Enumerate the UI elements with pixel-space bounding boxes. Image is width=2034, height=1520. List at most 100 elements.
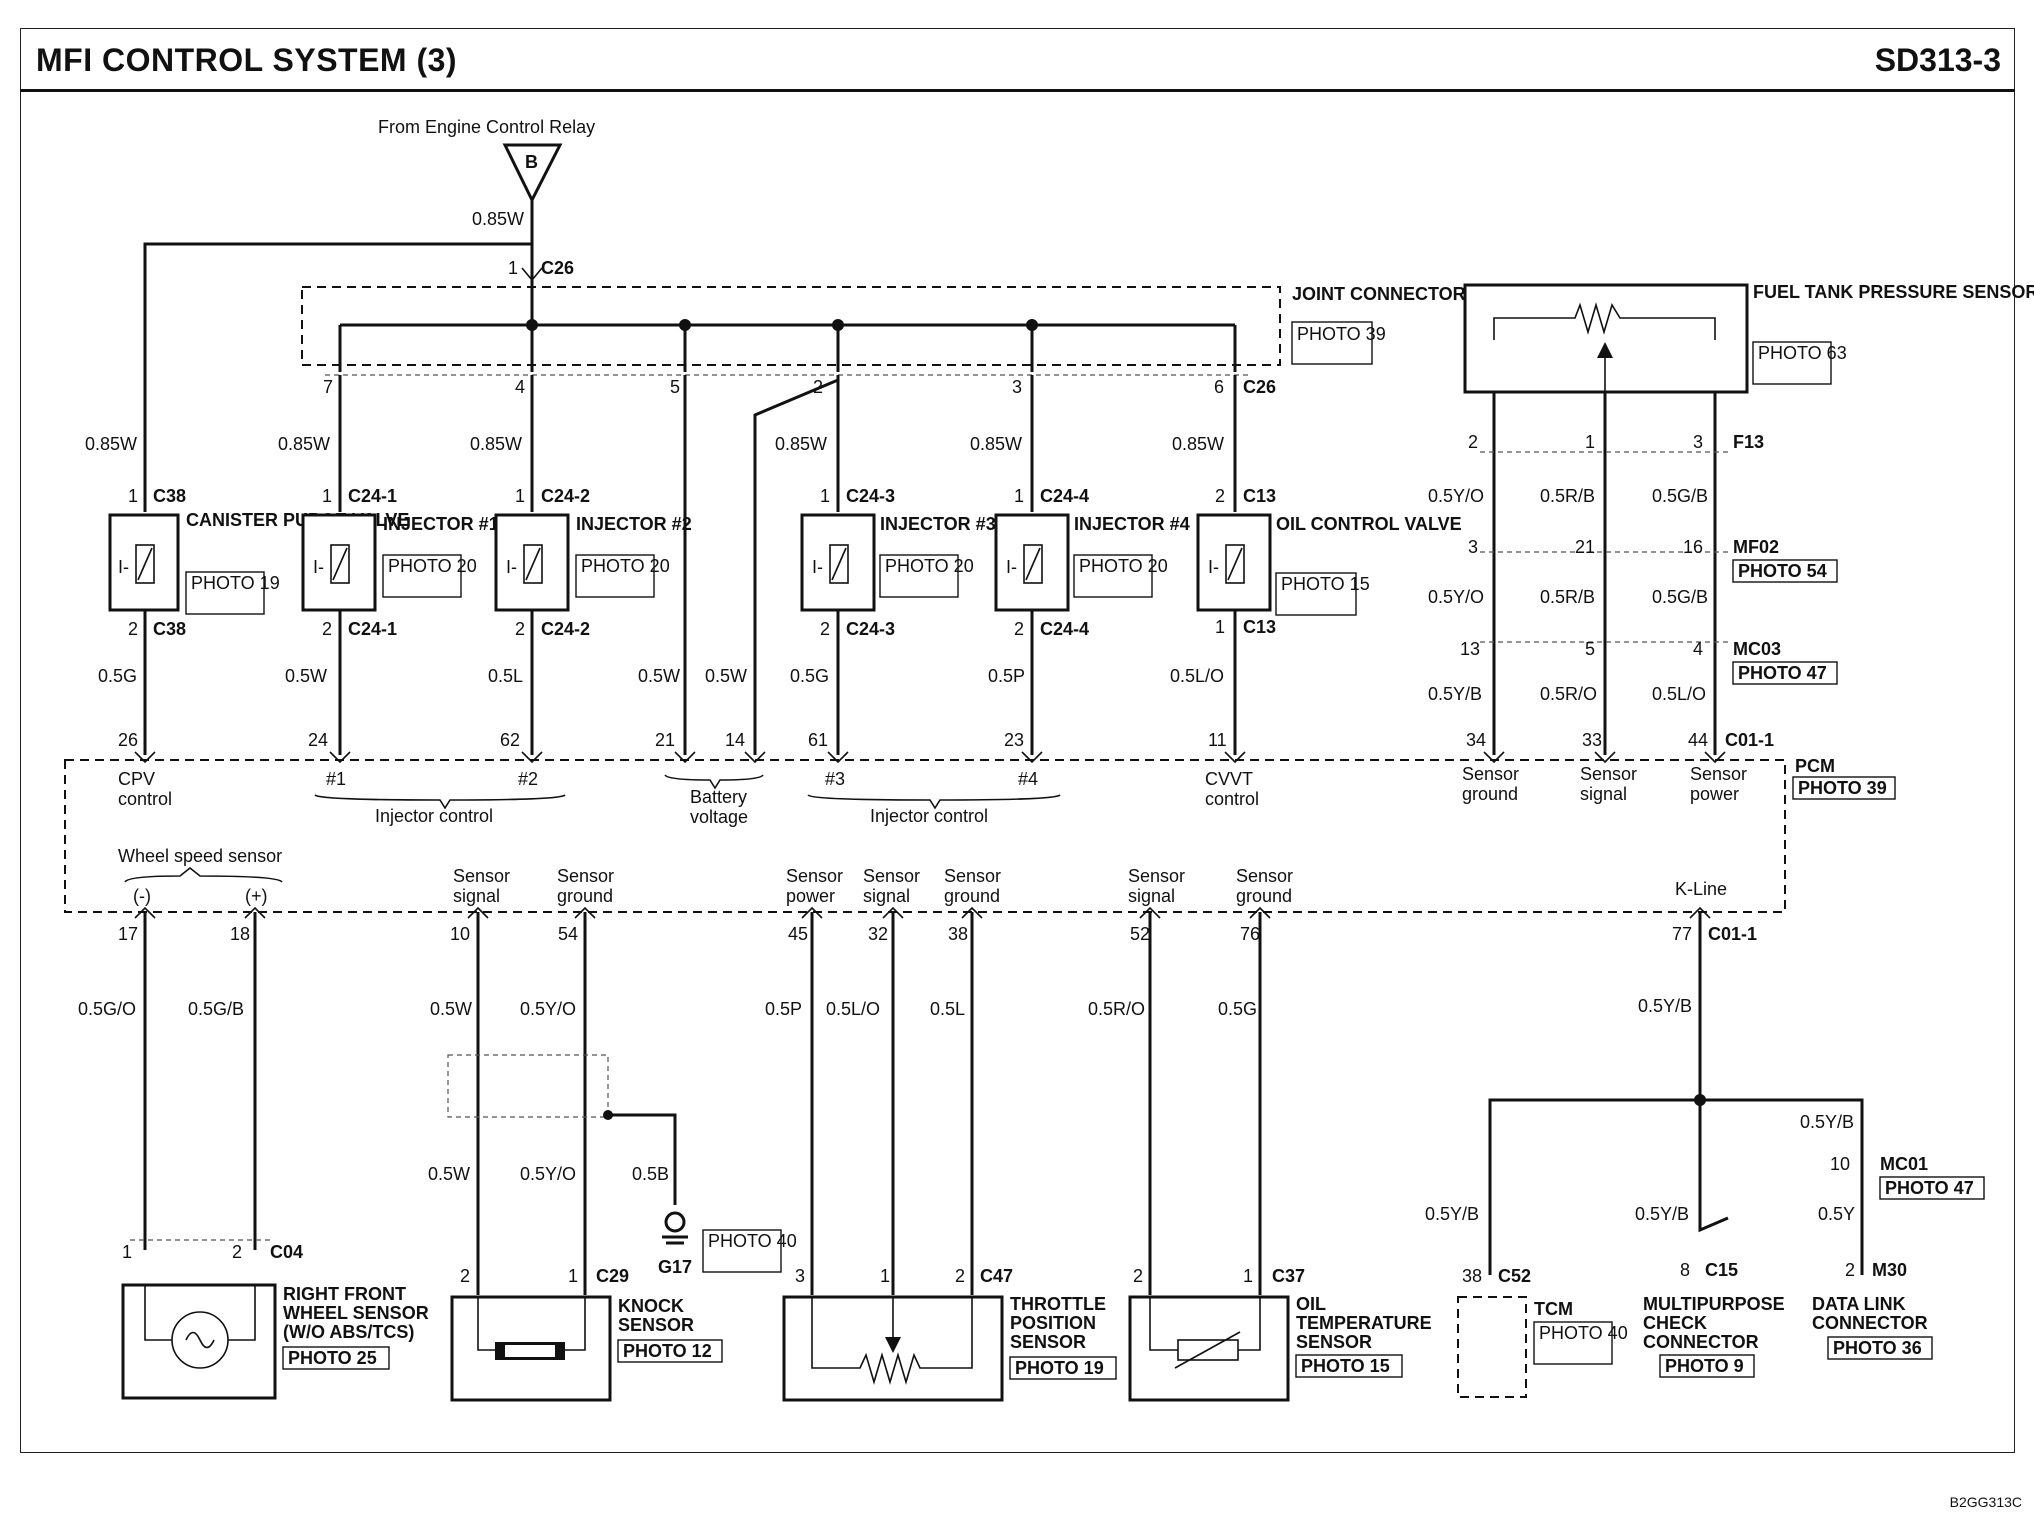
svg-text:INJECTOR #4: INJECTOR #4 <box>1074 514 1190 534</box>
svg-text:54: 54 <box>558 924 578 944</box>
svg-text:26: 26 <box>118 730 138 750</box>
svg-text:24: 24 <box>308 730 328 750</box>
pin-receptacles <box>134 751 1726 919</box>
svg-text:0.5Y/B: 0.5Y/B <box>1428 684 1482 704</box>
title-bar: MFI CONTROL SYSTEM (3) SD313-3 <box>20 28 2015 92</box>
svg-text:C24-1: C24-1 <box>348 486 397 506</box>
svg-text:0.5R/O: 0.5R/O <box>1088 999 1145 1019</box>
svg-text:0.5W: 0.5W <box>285 666 327 686</box>
k-line-network: 0.5Y/B 0.5Y/B 38 C52 TCM PHOTO 40 0.5Y/B… <box>1425 912 1985 1398</box>
svg-text:Sensor: Sensor <box>863 866 920 886</box>
svg-text:ground: ground <box>557 886 613 906</box>
svg-text:PHOTO 9: PHOTO 9 <box>1665 1356 1744 1376</box>
svg-text:C24-4: C24-4 <box>1040 619 1089 639</box>
connector-b-letter: B <box>525 152 538 172</box>
svg-text:PHOTO 12: PHOTO 12 <box>623 1341 712 1361</box>
svg-text:Wheel speed sensor: Wheel speed sensor <box>118 846 282 866</box>
svg-text:3: 3 <box>1468 537 1478 557</box>
diagram-frame <box>20 28 2015 1453</box>
svg-text:INJECTOR #1: INJECTOR #1 <box>383 514 499 534</box>
svg-text:0.5L: 0.5L <box>488 666 523 686</box>
svg-text:7: 7 <box>323 377 333 397</box>
svg-text:INJECTOR #2: INJECTOR #2 <box>576 514 692 534</box>
svg-text:2: 2 <box>460 1266 470 1286</box>
svg-text:23: 23 <box>1004 730 1024 750</box>
svg-text:1: 1 <box>1014 486 1024 506</box>
svg-text:ground: ground <box>1236 886 1292 906</box>
svg-text:ground: ground <box>944 886 1000 906</box>
svg-text:1: 1 <box>515 486 525 506</box>
svg-text:0.5Y: 0.5Y <box>1818 1204 1855 1224</box>
svg-text:Injector control: Injector control <box>870 806 988 826</box>
svg-text:PHOTO 15: PHOTO 15 <box>1281 574 1370 594</box>
svg-text:PHOTO 19: PHOTO 19 <box>191 573 280 593</box>
source-pin: 1 <box>508 258 518 278</box>
svg-text:Sensor: Sensor <box>1128 866 1185 886</box>
throttle-position-sensor: 0.5P 0.5L/O 0.5L 3 1 2 C47 THROTTLE POSI… <box>765 912 1117 1402</box>
pcm-photo: PHOTO 39 <box>1798 778 1887 798</box>
svg-text:ground: ground <box>1462 784 1518 804</box>
svg-text:Sensor: Sensor <box>453 866 510 886</box>
pcm-name: PCM <box>1795 756 1835 776</box>
svg-text:1: 1 <box>1215 617 1225 637</box>
svg-text:I-: I- <box>118 557 129 577</box>
svg-text:0.5G/B: 0.5G/B <box>1652 587 1708 607</box>
svg-text:0.5Y/B: 0.5Y/B <box>1638 996 1692 1016</box>
svg-text:MF02: MF02 <box>1733 537 1779 557</box>
svg-text:0.5G: 0.5G <box>790 666 829 686</box>
svg-text:CVVT: CVVT <box>1205 769 1253 789</box>
svg-text:#2: #2 <box>518 769 538 789</box>
svg-text:0.5B: 0.5B <box>632 1164 669 1184</box>
svg-text:SENSOR: SENSOR <box>618 1315 694 1335</box>
battery-wire-1: 0.5W <box>638 666 680 686</box>
svg-text:CONNECTOR: CONNECTOR <box>1812 1313 1928 1333</box>
pcm-box <box>64 759 1786 913</box>
svg-text:33: 33 <box>1582 730 1602 750</box>
svg-text:76: 76 <box>1240 924 1260 944</box>
svg-text:control: control <box>1205 789 1259 809</box>
svg-text:C29: C29 <box>596 1266 629 1286</box>
svg-text:2: 2 <box>820 619 830 639</box>
svg-text:5: 5 <box>1585 639 1595 659</box>
svg-text:1: 1 <box>128 486 138 506</box>
svg-text:C24-4: C24-4 <box>1040 486 1089 506</box>
svg-text:21: 21 <box>655 730 675 750</box>
svg-text:C13: C13 <box>1243 486 1276 506</box>
svg-text:2: 2 <box>1014 619 1024 639</box>
svg-text:0.5Y/B: 0.5Y/B <box>1425 1204 1479 1224</box>
svg-text:1: 1 <box>322 486 332 506</box>
pcm-top-pins: 26 24 62 21 14 61 23 11 34 33 44 C01-1 <box>118 730 1774 750</box>
svg-text:2: 2 <box>1845 1260 1855 1280</box>
svg-text:PHOTO 54: PHOTO 54 <box>1738 561 1827 581</box>
pcm-bottom-labels: Wheel speed sensor (-) (+) Sensor signal… <box>118 846 1727 906</box>
svg-text:M30: M30 <box>1872 1260 1907 1280</box>
joint-connector-box <box>301 286 1281 366</box>
svg-text:FUEL TANK PRESSURE SENSOR: FUEL TANK PRESSURE SENSOR <box>1753 282 2034 302</box>
top-wire-labels: 0.85W 0.85W 0.85W 0.85W 0.85W 0.85W <box>85 434 1224 454</box>
svg-text:signal: signal <box>1580 784 1627 804</box>
svg-text:2: 2 <box>1215 486 1225 506</box>
svg-text:C13: C13 <box>1243 617 1276 637</box>
svg-text:PHOTO 36: PHOTO 36 <box>1833 1338 1922 1358</box>
svg-text:PHOTO 25: PHOTO 25 <box>288 1348 377 1368</box>
svg-text:CONNECTOR: CONNECTOR <box>1643 1332 1759 1352</box>
oil-control-valve: 2 C13 I- OIL CONTROL VALVE PHOTO 15 1 C1… <box>1170 486 1462 755</box>
svg-text:PHOTO 47: PHOTO 47 <box>1885 1178 1974 1198</box>
svg-text:0.5R/B: 0.5R/B <box>1540 486 1595 506</box>
svg-text:KNOCK: KNOCK <box>618 1296 684 1316</box>
svg-text:0.5L: 0.5L <box>930 999 965 1019</box>
svg-text:77: 77 <box>1672 924 1692 944</box>
svg-text:C24-1: C24-1 <box>348 619 397 639</box>
svg-text:0.5L/O: 0.5L/O <box>826 999 880 1019</box>
svg-text:#3: #3 <box>825 769 845 789</box>
svg-text:POSITION: POSITION <box>1010 1313 1096 1333</box>
svg-text:PHOTO 20: PHOTO 20 <box>1079 556 1168 576</box>
svg-text:PHOTO 63: PHOTO 63 <box>1758 343 1847 363</box>
svg-text:Sensor: Sensor <box>944 866 1001 886</box>
svg-text:0.5G/O: 0.5G/O <box>78 999 136 1019</box>
svg-text:32: 32 <box>868 924 888 944</box>
svg-text:Battery: Battery <box>690 787 747 807</box>
svg-text:1: 1 <box>1243 1266 1253 1286</box>
svg-text:(+): (+) <box>245 886 268 906</box>
svg-text:0.5W: 0.5W <box>430 999 472 1019</box>
